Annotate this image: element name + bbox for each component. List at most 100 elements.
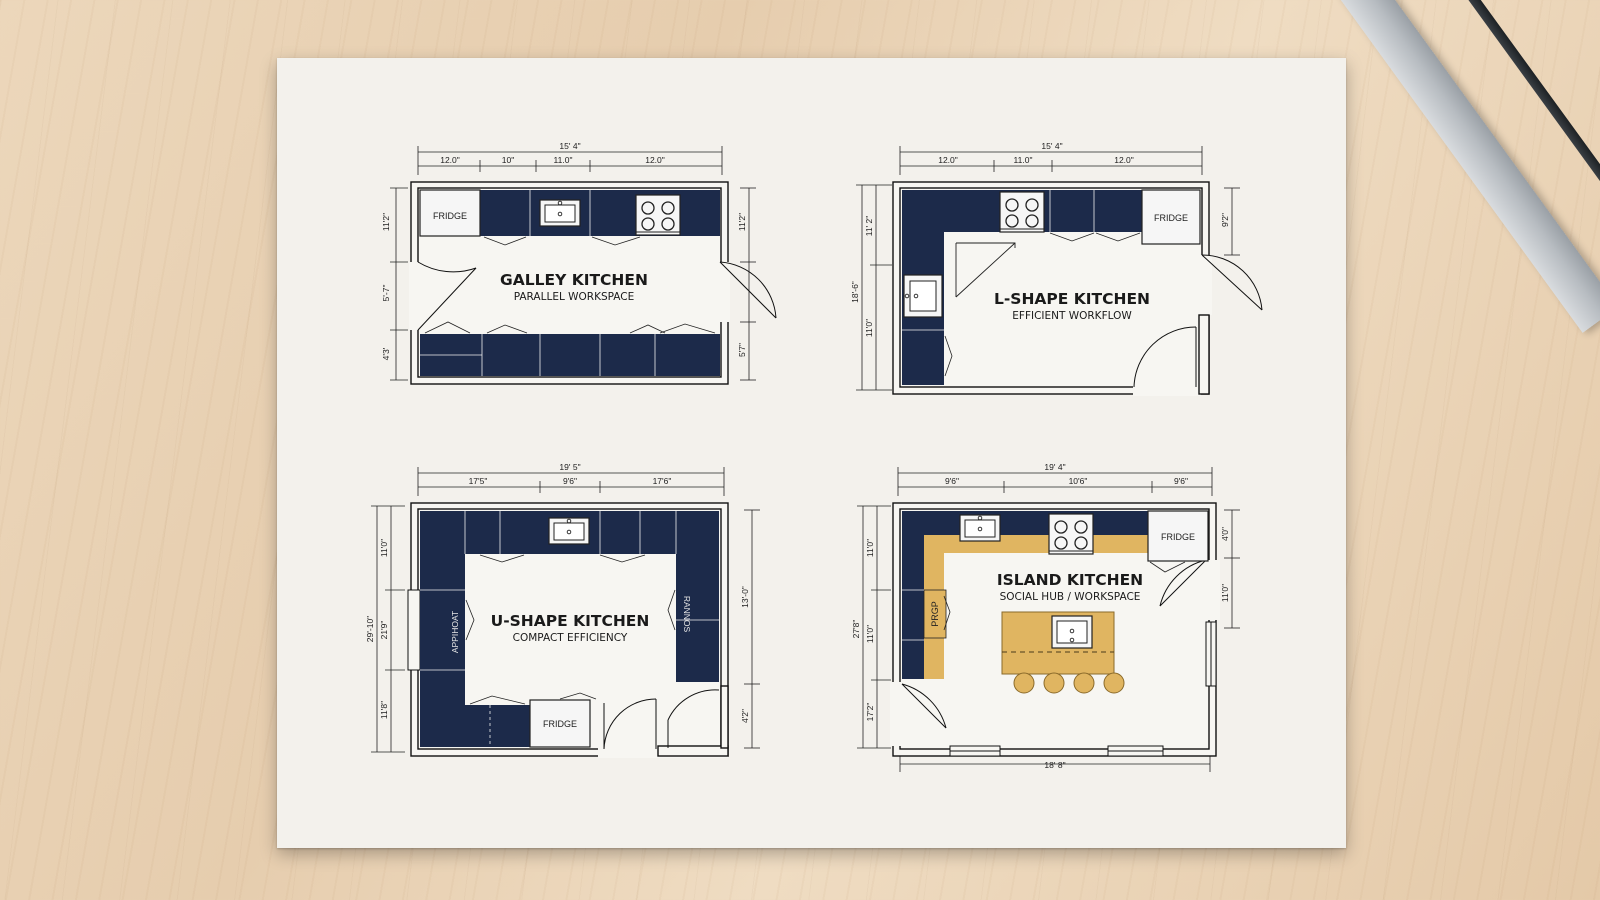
ushape-left-window <box>407 589 421 671</box>
island-dim-left-total: 27'8" <box>851 620 861 639</box>
galley-dim-seg2: 10" <box>502 155 514 165</box>
island-side-label: PRGP <box>930 601 940 627</box>
ushape-cabinet-lines <box>420 511 719 747</box>
island-top-dimensions <box>897 467 1213 496</box>
ushape-dim-total: 19' 5" <box>559 462 580 472</box>
galley-fridge-label: FRIDGE <box>433 211 467 221</box>
ushape-sink <box>548 517 590 545</box>
island-stove <box>1048 513 1094 555</box>
galley-dim-left2: 5'-7" <box>381 285 391 302</box>
galley-subtitle: PARALLEL WORKSPACE <box>514 291 635 303</box>
island-countertop-edge <box>924 535 1152 679</box>
u-shape-kitchen-plan: 19' 5" 17'5" 9'6" 17'6" 29'-10" 11'0" 21… <box>365 462 760 758</box>
island-cabinet-lines <box>902 589 924 641</box>
galley-kitchen-plan: 15' 4" 12.0" 10" 11.0" 12.0" 11'2" 5'-7"… <box>381 141 777 385</box>
ushape-doors <box>603 689 720 750</box>
ushape-dim-left-total: 29'-10" <box>365 616 375 642</box>
island-cabinet-door-swings <box>943 561 1186 631</box>
ushape-dim-seg1: 17'5" <box>469 476 488 486</box>
lshape-right-door-gap <box>1198 255 1212 315</box>
ushape-cabinets <box>420 511 719 747</box>
stool <box>1043 672 1065 694</box>
ushape-subtitle: COMPACT EFFICIENCY <box>513 632 628 644</box>
ushape-dim-left3: 11'8" <box>379 701 389 719</box>
lshape-left-dimensions <box>856 184 1240 391</box>
island-dim-left2: 11'0" <box>865 625 875 643</box>
island-subtitle: SOCIAL HUB / WORKSPACE <box>1000 591 1141 603</box>
ushape-title: U-SHAPE KITCHEN <box>491 612 650 630</box>
ushape-fridge <box>529 699 591 748</box>
galley-stove <box>635 194 681 236</box>
lshape-doors <box>1133 254 1263 388</box>
lshape-door-jambs <box>1198 314 1210 395</box>
ushape-dim-seg2: 9'6" <box>563 476 577 486</box>
l-shape-kitchen-plan: 15' 4" 12.0" 11.0" 12.0" 18'-6" 11' 2" 1… <box>850 141 1263 396</box>
lshape-top-dimensions <box>899 146 1203 175</box>
lshape-stove <box>999 191 1045 233</box>
island-fridge <box>1147 510 1209 562</box>
lshape-dim-seg3: 12.0" <box>1114 155 1134 165</box>
lshape-dim-total: 15' 4" <box>1041 141 1062 151</box>
ushape-dim-left1: 11'0" <box>379 539 389 557</box>
ushape-left-cabinet-label: APPIHOAT <box>450 611 460 653</box>
lshape-fridge <box>1141 189 1201 245</box>
island-title: ISLAND KITCHEN <box>997 571 1143 589</box>
ushape-dim-right2: 4'2" <box>740 709 750 723</box>
lshape-dim-left2: 11'0" <box>864 319 874 337</box>
island-side-appliance <box>923 589 947 639</box>
galley-dim-seg3: 11.0" <box>554 155 573 165</box>
island-sink <box>1051 615 1093 649</box>
island-left-door-gap <box>890 682 904 746</box>
island-dim-seg3: 9'6" <box>1174 476 1188 486</box>
island-openings <box>901 559 1217 757</box>
galley-title: GALLEY KITCHEN <box>500 271 648 289</box>
stool <box>1073 672 1095 694</box>
island-stools <box>1013 672 1125 694</box>
ushape-fridge-label: FRIDGE <box>543 719 577 729</box>
lshape-dim-left1: 11' 2" <box>864 216 874 237</box>
galley-sink <box>539 199 581 227</box>
stool <box>1103 672 1125 694</box>
lshape-sink <box>903 274 943 318</box>
lshape-dim-seg1: 12.0" <box>938 155 958 165</box>
island-dim-left1: 11'0" <box>865 539 875 557</box>
island-right-door-gap <box>1206 560 1220 620</box>
ushape-right-cabinet-label: RANNOS <box>682 596 692 633</box>
galley-top-dimensions <box>417 146 723 175</box>
galley-fridge <box>419 189 481 237</box>
galley-left-dimensions <box>390 187 756 381</box>
island-dim-seg2: 10'6" <box>1069 476 1088 486</box>
lshape-bottom-door-gap <box>1133 384 1201 396</box>
ushape-door-jambs <box>657 685 729 757</box>
ushape-cabinet-door-swings <box>465 554 676 705</box>
galley-cabinet-door-swings <box>424 236 716 334</box>
island-dim-total: 19' 4" <box>1044 462 1065 472</box>
lshape-dim-right1: 9'2" <box>1220 213 1230 227</box>
galley-left-door-gap <box>409 262 421 330</box>
lshape-cabinet-door-swings <box>944 232 1141 377</box>
galley-dim-left1: 11'2" <box>381 213 391 231</box>
island-dim-left3: 17'2" <box>865 703 875 722</box>
ushape-dim-right1: 13'-0" <box>740 586 750 608</box>
galley-doors <box>417 261 777 331</box>
ushape-top-dimensions <box>417 467 725 496</box>
galley-right-door-gap <box>718 262 730 322</box>
galley-dim-left3: 4'3' <box>381 347 391 360</box>
galley-dim-right1: 11'2" <box>737 213 747 231</box>
stool <box>1013 672 1035 694</box>
galley-bottom-cabinet-lines <box>420 334 656 376</box>
galley-dim-seg4: 12.0" <box>645 155 665 165</box>
lshape-dim-seg2: 11.0" <box>1014 155 1033 165</box>
galley-top-cabinet-lines <box>529 190 591 236</box>
ushape-dim-seg3: 17'6" <box>653 476 672 486</box>
island-dim-seg1: 9'6" <box>945 476 959 486</box>
island-kitchen-plan: 19' 4" 9'6" 10'6" 9'6" 27'8" 11'0" 11'0"… <box>851 462 1240 772</box>
galley-dim-total: 15' 4" <box>559 141 580 151</box>
island-fridge-label: FRIDGE <box>1161 532 1195 542</box>
ushape-left-dimensions <box>371 505 760 753</box>
galley-dim-seg1: 12.0" <box>440 155 460 165</box>
island-left-dimensions <box>857 505 1240 772</box>
lshape-subtitle: EFFICIENT WORKFLOW <box>1012 310 1132 322</box>
island-dim-right2: 11'0" <box>1220 584 1230 602</box>
